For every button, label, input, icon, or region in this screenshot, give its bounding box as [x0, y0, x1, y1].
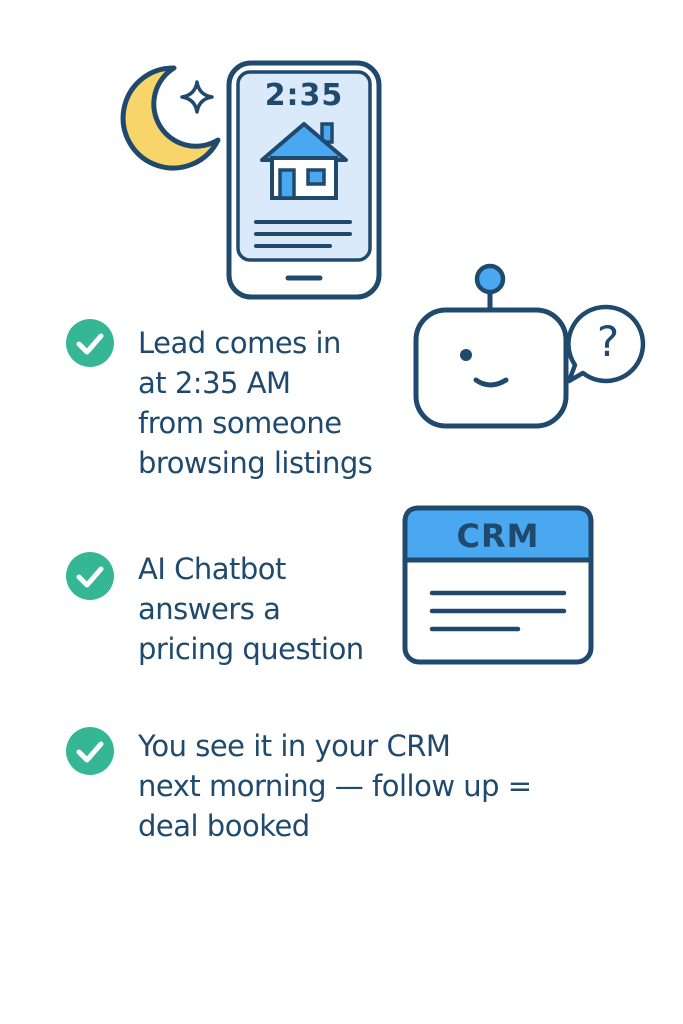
check-circle-icon — [66, 727, 114, 775]
house-icon — [260, 122, 348, 200]
crescent-moon-icon — [120, 65, 221, 171]
sparkle-star-icon — [180, 80, 214, 114]
check-circle-icon — [66, 319, 114, 367]
robot-icon — [413, 263, 569, 429]
step-line: AI Chatbot — [138, 552, 286, 586]
step-line: answers a — [138, 592, 281, 626]
step-line: next morning — follow up = — [138, 769, 532, 803]
step-line: pricing question — [138, 632, 364, 666]
phone-clock: 2:35 — [264, 78, 344, 113]
step-2-text: AI Chatbot answers a pricing question — [138, 549, 364, 669]
step-line: deal booked — [138, 809, 310, 843]
step-line: You see it in your CRM — [138, 729, 451, 763]
question-mark: ? — [596, 317, 620, 366]
question-bubble-icon — [566, 304, 646, 384]
question-bubble: ? — [565, 303, 651, 385]
step-line: from someone — [138, 406, 342, 440]
step-3-text: You see it in your CRM next morning — fo… — [138, 726, 532, 846]
step-line: at 2:35 AM — [138, 366, 291, 400]
phone-illustration: 2:35 — [226, 60, 382, 300]
step-line: browsing listings — [138, 446, 373, 480]
crm-card-title: CRM — [456, 517, 540, 555]
check-circle-icon — [66, 552, 114, 600]
step-line: Lead comes in — [138, 326, 341, 360]
crm-card: CRM — [402, 505, 594, 665]
step-1-text: Lead comes in at 2:35 AM from someone br… — [138, 323, 373, 483]
crm-card-frame — [402, 505, 594, 665]
